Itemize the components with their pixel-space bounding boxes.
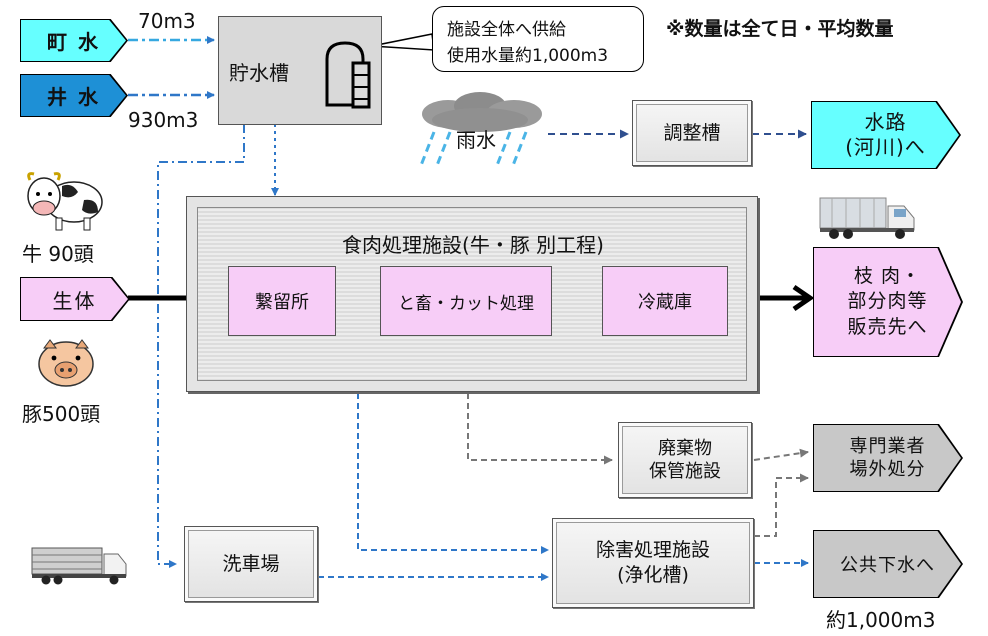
output-line2: 部分肉等 <box>847 290 928 313</box>
arrow-facility-to-treatment <box>357 393 549 554</box>
pig-count: 豚500頭 <box>22 402 101 426</box>
waterway-destination: 水路 (河川)へ <box>812 102 959 168</box>
arrow-tank-to-carwash <box>157 124 245 568</box>
car-wash-box: 洗車場 <box>184 526 318 602</box>
live-animal-input: 生体 <box>21 278 128 320</box>
livestock-truck-icon <box>31 547 127 585</box>
public-sewer-destination: 公共下水へ <box>814 531 961 597</box>
stage-slaughter-cut: と畜・カット処理 <box>380 266 552 336</box>
cow-icon <box>27 172 103 231</box>
arrow-facility-to-waste <box>467 393 613 465</box>
sewer-qty: 約1,000m3 <box>826 608 936 632</box>
facility-title: 食肉処理施設(牛・豚 別工程) <box>342 233 604 257</box>
storage-tank-label: 貯水槽 <box>229 61 289 85</box>
quantity-note: ※数量は全て日・平均数量 <box>666 18 894 40</box>
treatment-line1: 除害処理施設 <box>595 539 710 562</box>
callout-line1: 施設全体へ供給 <box>447 20 566 40</box>
supply-callout: 施設全体へ供給 使用水量約1,000m3 <box>432 6 644 72</box>
contractor-line1: 専門業者 <box>849 435 926 457</box>
well-water-qty: 930m3 <box>128 108 199 132</box>
treatment-line2: (浄化槽) <box>617 564 689 586</box>
contractor-line2: 場外処分 <box>849 459 926 480</box>
water-tank-icon <box>325 41 371 109</box>
callout-line2: 使用水量約1,000m3 <box>447 46 609 66</box>
pig-icon <box>38 339 94 387</box>
well-water-source: 井 水 <box>21 75 126 116</box>
cattle-count: 牛 90頭 <box>22 242 94 266</box>
arrow-treatment-to-contractor <box>754 473 809 537</box>
storage-tank-box: 貯水槽 <box>218 16 382 125</box>
treatment-facility-box: 除害処理施設 (浄化槽) <box>552 518 754 608</box>
rain-label: 雨水 <box>456 128 496 152</box>
waste-storage-box: 廃棄物 保管施設 <box>618 422 752 498</box>
contractor-disposal: 専門業者 場外処分 <box>814 425 961 491</box>
rain-cloud-icon <box>418 92 542 169</box>
output-line1: 枝 肉・ <box>853 264 922 287</box>
waste-line1: 廃棄物 <box>658 437 712 459</box>
arrow-waste-to-contractor <box>753 448 809 461</box>
stage-cold-storage: 冷蔵庫 <box>602 266 728 336</box>
meat-sales-destination: 枝 肉・ 部分肉等 販売先へ <box>814 248 961 356</box>
regulating-tank-box: 調整槽 <box>632 100 752 166</box>
output-line3: 販売先へ <box>847 315 928 338</box>
waste-line2: 保管施設 <box>649 461 721 482</box>
town-water-qty: 70m3 <box>138 9 196 33</box>
waterway-line1: 水路 <box>864 110 907 134</box>
stage-lairage: 繋留所 <box>228 266 336 336</box>
waterway-line2: (河川)へ <box>845 135 926 159</box>
delivery-truck-icon <box>819 197 915 239</box>
town-water-source: 町 水 <box>21 20 126 61</box>
